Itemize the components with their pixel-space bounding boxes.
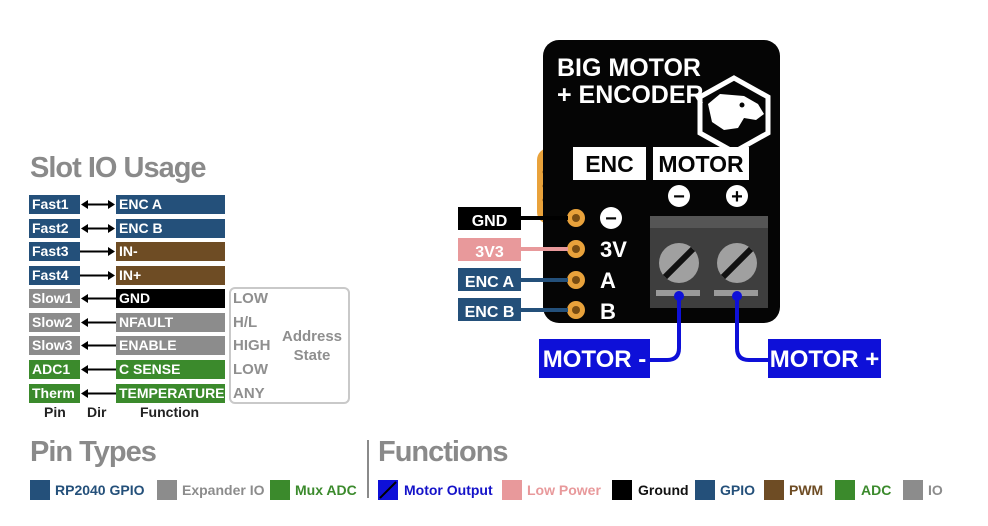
pin-label: Slow2: [29, 313, 80, 332]
legend-label: Expander IO: [182, 482, 265, 498]
ground-sign: −: [605, 208, 617, 230]
pin-label: Slow3: [29, 336, 80, 355]
enc-label: ENC: [585, 151, 634, 177]
motor-label-box: [653, 147, 749, 180]
functions-title: Functions: [378, 436, 509, 468]
legend-swatch-pwm: [764, 480, 784, 500]
function-label: IN+: [116, 266, 225, 285]
address-state-box: [229, 287, 350, 404]
board-title-line1: BIG MOTOR: [557, 54, 701, 82]
legend-separator: [367, 440, 369, 498]
legend-swatch-low-power: [502, 480, 522, 500]
header-pin-label: ENC A: [465, 274, 515, 291]
column-header-function: Function: [140, 404, 200, 420]
arrow-left-icon: [81, 318, 116, 327]
board-diagram: BIG MOTOR + ENCODER ENC MOTOR − + − 3V A…: [458, 40, 881, 378]
address-state-label: Address State: [280, 327, 344, 365]
function-label: ENABLE: [116, 336, 225, 355]
pin-label: Slow1: [29, 289, 80, 308]
legend-swatch-ground: [612, 480, 632, 500]
pin-label: Therm: [29, 384, 80, 403]
wire-motor-plus: [735, 296, 768, 362]
terminal-block-icon: [650, 216, 768, 308]
function-label: TEMPERATURE: [116, 384, 225, 403]
header-pad-icon: [567, 240, 585, 258]
function-label: ENC A: [116, 195, 225, 214]
legend-swatch-adc: [835, 480, 855, 500]
legend-swatch-io: [903, 480, 923, 500]
pin-label: Fast2: [29, 219, 80, 238]
pin-label-3v3: [458, 238, 521, 261]
motor-minus-sign: −: [673, 186, 685, 208]
state-label-line: State: [293, 347, 331, 364]
arrow-left-icon: [81, 365, 116, 374]
pin-types-title: Pin Types: [30, 436, 157, 468]
motor-plus-marker: [726, 185, 748, 207]
motor-plus-label: MOTOR +: [770, 346, 880, 373]
legend-label: Ground: [638, 482, 689, 498]
header-pad-icon: [567, 271, 585, 289]
legend-label: RP2040 GPIO: [55, 482, 145, 498]
bidirectional-arrow-icon: [81, 224, 115, 233]
header-side-label: 3V: [600, 237, 627, 262]
motor-minus-label: MOTOR -: [543, 346, 647, 373]
function-label: C SENSE: [116, 360, 225, 379]
arrow-left-icon: [81, 389, 116, 398]
header-pin-label: 3V3: [475, 244, 504, 261]
pin-label-enc-a: [458, 268, 521, 291]
legend-swatch-motor-output: [378, 480, 398, 500]
address-label-line: Address: [281, 328, 343, 345]
legend-label: Motor Output: [404, 482, 493, 498]
pin-label: Fast3: [29, 242, 80, 261]
arrow-left-icon: [81, 294, 116, 303]
wire-motor-minus: [650, 296, 681, 362]
function-label: GND: [116, 289, 225, 308]
arrow-right-icon: [80, 271, 115, 280]
legend-swatch-muxadc: [270, 480, 290, 500]
column-header-pin: Pin: [44, 404, 66, 420]
address-state-value: ANY: [233, 385, 265, 402]
motor-minus-marker: [668, 185, 690, 207]
legend-label: GPIO: [720, 482, 756, 498]
slot-io-title: Slot IO Usage: [30, 152, 207, 184]
legend-swatch-expander: [157, 480, 177, 500]
header-pin-label: GND: [472, 213, 508, 230]
legend-label: IO: [928, 482, 943, 498]
arrow-left-icon: [81, 341, 116, 350]
pin-label: ADC1: [29, 360, 80, 379]
address-state-value: LOW: [233, 290, 268, 307]
motor-minus-label-box: [539, 339, 650, 378]
pin-label: Fast1: [29, 195, 80, 214]
legend-swatch-gpio: [695, 480, 715, 500]
address-state-value: HIGH: [233, 337, 271, 354]
board-title-line2: + ENCODER: [557, 81, 704, 109]
enc-label-box: [573, 147, 646, 180]
function-label: ENC B: [116, 219, 225, 238]
motor-label: MOTOR: [658, 151, 744, 177]
legend-label: PWM: [789, 482, 824, 498]
function-label: NFAULT: [116, 313, 225, 332]
bidirectional-arrow-icon: [81, 200, 115, 209]
legend-label: Low Power: [527, 482, 601, 498]
function-label: IN-: [116, 242, 225, 261]
legend-label: Mux ADC: [295, 482, 357, 498]
ground-marker: [600, 207, 622, 229]
pin-label-gnd: [458, 207, 521, 230]
motor-plus-label-box: [768, 339, 881, 378]
motor-plus-sign: +: [731, 186, 743, 208]
address-state-value: LOW: [233, 361, 268, 378]
header-side-label: B: [600, 299, 616, 324]
header-pad-icon: [567, 209, 585, 227]
pin-label-enc-b: [458, 298, 521, 321]
header-pin-label: ENC B: [465, 304, 515, 321]
legend-swatch-rp2040: [30, 480, 50, 500]
legend-label: ADC: [861, 482, 892, 498]
header-pad-icon: [567, 301, 585, 319]
address-state-value: H/L: [233, 314, 258, 331]
column-header-dir: Dir: [87, 404, 107, 420]
pin-label: Fast4: [29, 266, 80, 285]
arrow-right-icon: [80, 247, 115, 256]
header-side-label: A: [600, 268, 616, 293]
